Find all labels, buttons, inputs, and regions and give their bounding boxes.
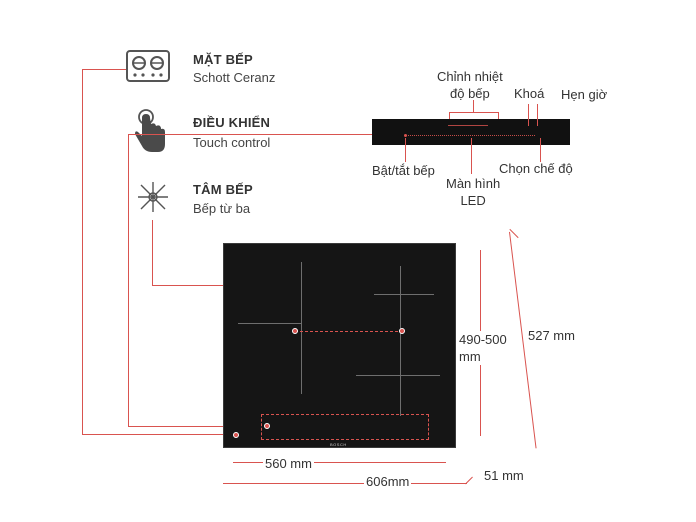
control-area — [261, 414, 429, 440]
callout-bracket — [540, 138, 541, 162]
feature-zone: TÂM BẾP Bếp từ ba — [126, 178, 326, 222]
feature-control: ĐIỀU KHIỂN Touch control — [126, 108, 326, 158]
dim-line — [465, 476, 473, 485]
label-power: Bật/tắt bếp — [372, 163, 435, 178]
zone-marker — [292, 328, 298, 334]
leader-line — [128, 134, 129, 426]
dim-line — [233, 462, 446, 463]
callout-bracket — [471, 138, 472, 174]
label-timer: Hẹn giờ — [561, 87, 608, 102]
feature-title: TÂM BẾP — [193, 182, 253, 197]
callout-bracket — [405, 138, 406, 162]
touch-hand-icon — [135, 109, 165, 152]
leader-line — [82, 434, 232, 435]
callout-bracket — [449, 112, 499, 113]
power-dot[interactable] — [404, 134, 407, 137]
leader-line — [152, 220, 153, 285]
label-temp-adjust: Chỉnh nhiệt độ bếp — [437, 69, 503, 101]
induction-coil-icon — [138, 182, 168, 212]
dim-line — [509, 228, 519, 239]
control-marker — [264, 423, 270, 429]
label-mode: Chọn chế độ — [499, 161, 573, 176]
feature-subtitle: Touch control — [193, 135, 271, 150]
cooktop-burners-icon — [126, 50, 170, 82]
callout-bracket — [537, 104, 538, 126]
feature-cooktop: MẶT BẾP Schott Ceranz — [126, 50, 326, 90]
dim-line — [223, 483, 467, 484]
feature-title: MẶT BẾP — [193, 52, 253, 67]
callout-bracket — [498, 112, 499, 119]
zone-marker — [399, 328, 405, 334]
feature-title: ĐIỀU KHIỂN — [193, 115, 271, 130]
dim-outer-width: 606mm — [364, 474, 412, 489]
leader-line — [82, 69, 83, 435]
dim-thickness: 51 mm — [484, 468, 524, 483]
label-display: Màn hình LED — [446, 176, 501, 208]
power-marker — [233, 432, 239, 438]
dim-inner-depth: 490-500 mm — [459, 331, 507, 365]
callout-bracket — [449, 112, 450, 119]
dim-outer-depth: 527 mm — [528, 328, 575, 343]
cooktop-glass: BOSCH — [223, 243, 456, 448]
label-lock: Khoá — [514, 86, 545, 101]
callout-bracket — [473, 100, 474, 112]
leader-line — [128, 134, 372, 135]
leader-line — [82, 69, 126, 70]
feature-subtitle: Schott Ceranz — [193, 70, 276, 85]
leader-line — [128, 426, 265, 427]
feature-subtitle: Bếp từ ba — [193, 201, 251, 216]
dim-inner-width: 560 mm — [263, 456, 314, 471]
callout-bracket — [528, 104, 529, 126]
brand-logo: BOSCH — [330, 442, 347, 447]
